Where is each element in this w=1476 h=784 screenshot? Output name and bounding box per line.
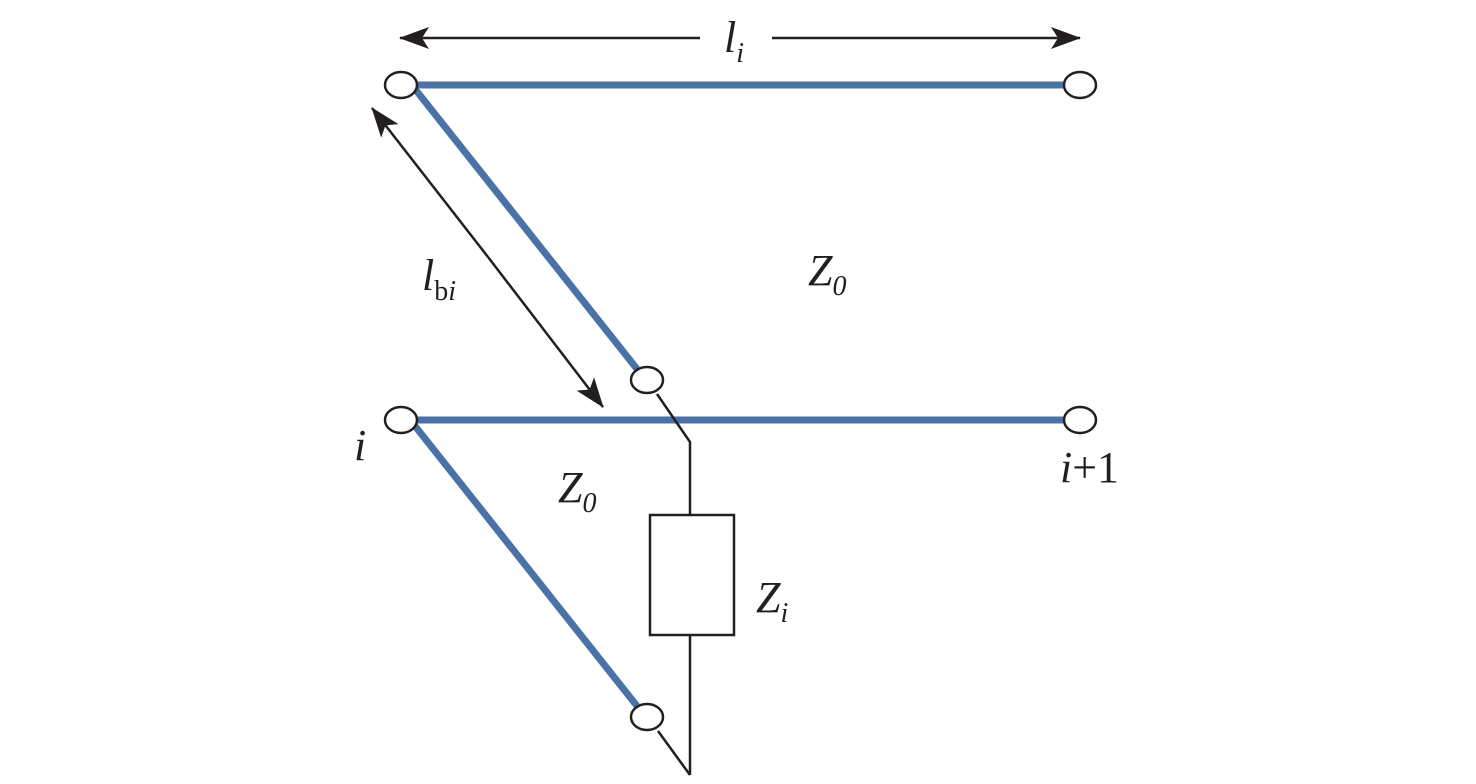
transmission-lines	[412, 81, 1063, 709]
label-node-i: i	[354, 421, 366, 470]
label-impedance-lower: Z0	[558, 463, 596, 519]
label-impedance-upper: Z0	[808, 246, 846, 302]
terminal-top-left	[383, 70, 419, 100]
length-arrow-branch	[371, 107, 604, 408]
load-wiring	[648, 393, 736, 776]
label-node-i-plus-1: i+1	[1060, 443, 1119, 492]
terminals	[383, 70, 1098, 732]
label-impedance-load: Zi	[756, 573, 788, 629]
terminal-node-i	[383, 405, 419, 435]
branch-line-lower	[412, 423, 640, 709]
terminal-node-i-plus-1	[1062, 405, 1098, 435]
label-length-top: li	[724, 13, 744, 69]
branch-line-upper	[412, 86, 640, 372]
terminal-branch-upper	[629, 365, 665, 395]
terminal-top-right	[1062, 70, 1098, 100]
terminal-branch-lower	[629, 702, 665, 732]
label-length-branch: lbi	[422, 251, 456, 307]
load-impedance-box	[648, 513, 736, 637]
